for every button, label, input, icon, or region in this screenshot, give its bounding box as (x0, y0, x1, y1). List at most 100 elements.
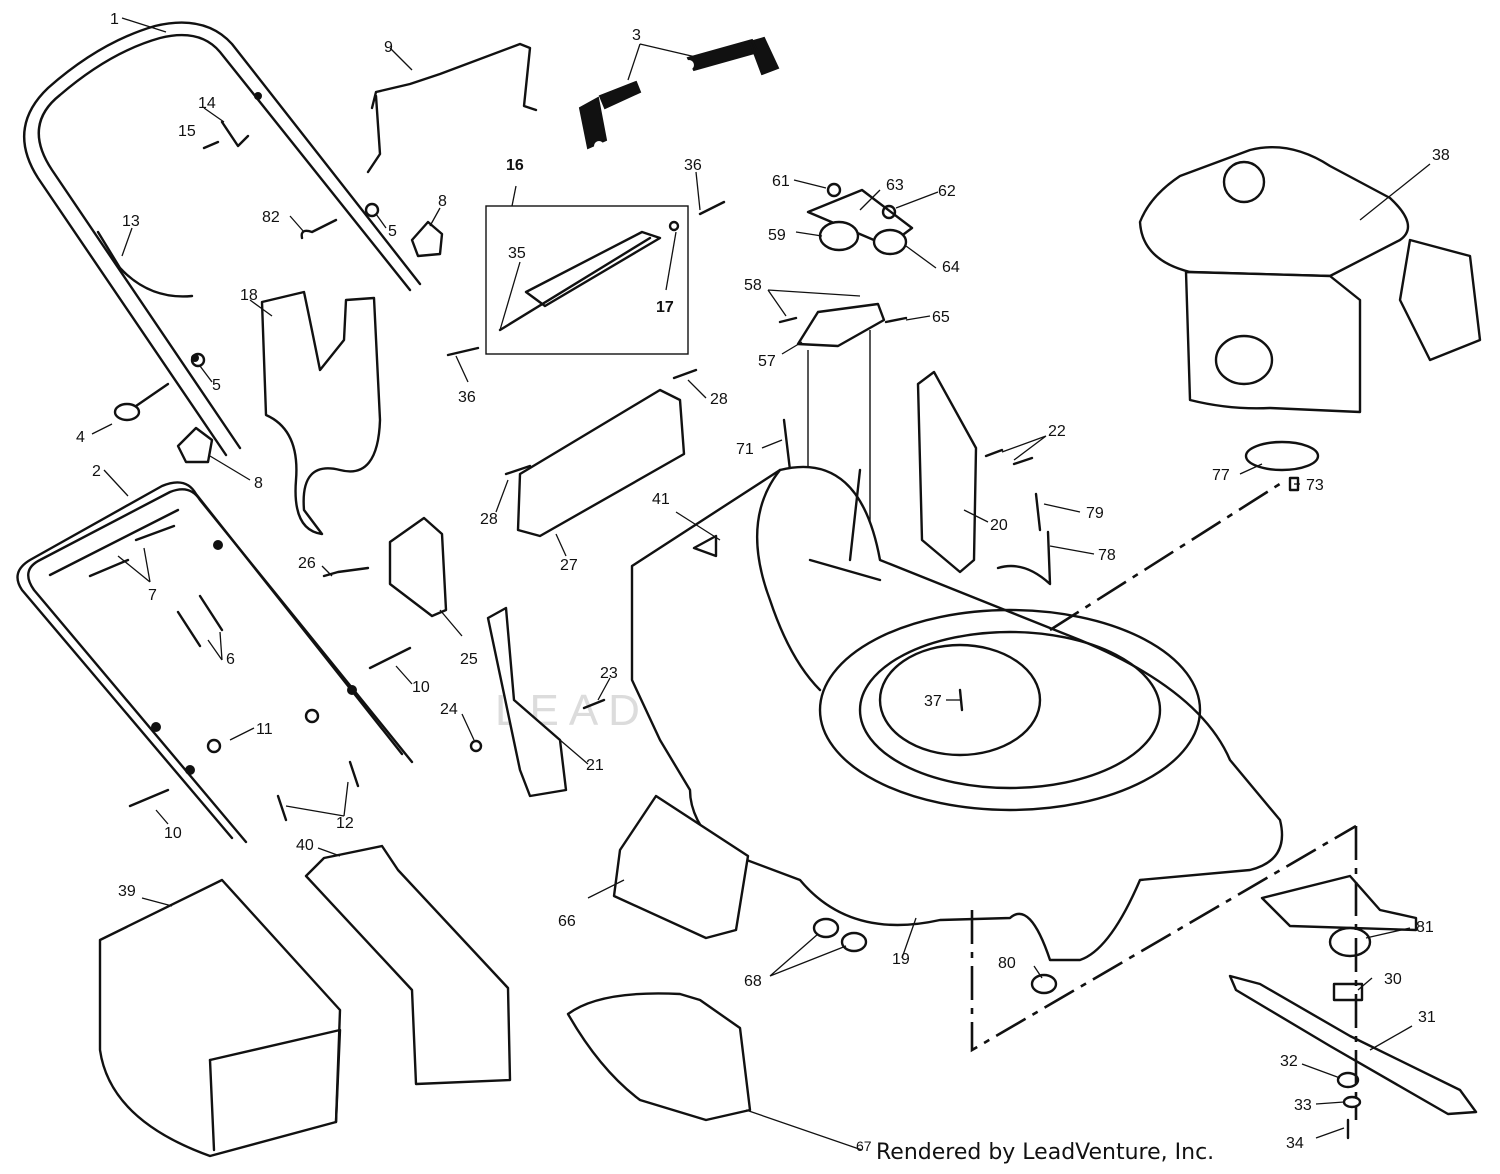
part-40-bag-frame (304, 844, 512, 1086)
label-5-lower: 5 (212, 377, 221, 394)
part-61-nut (826, 182, 842, 198)
part-10-bolt-upper (368, 646, 412, 670)
label-10-upper: 10 (412, 679, 430, 696)
label-32: 32 (1280, 1053, 1298, 1070)
part-64-pulley (872, 228, 908, 256)
part-80-nut (1030, 973, 1058, 995)
part-6-pins (176, 594, 224, 648)
label-79: 79 (1086, 505, 1104, 522)
part-5-knob-upper (364, 202, 380, 218)
part-24-nut (469, 739, 483, 753)
part-32-washer (1336, 1071, 1360, 1089)
part-59-pulley (818, 220, 860, 252)
part-11-nut-a (304, 708, 320, 724)
label-10-lower: 10 (164, 825, 182, 842)
part-77-adapter (1244, 440, 1320, 472)
part-81-baffle (1260, 874, 1418, 932)
label-63: 63 (886, 177, 904, 194)
label-22: 22 (1048, 423, 1066, 440)
label-37: 37 (924, 693, 942, 710)
part-79-bolt (1034, 492, 1042, 532)
label-17: 17 (656, 299, 674, 316)
part-7-bolts (88, 524, 176, 578)
part-39-grass-bag (98, 878, 342, 1158)
part-11-nut-b (206, 738, 222, 754)
label-8-lower: 8 (254, 475, 263, 492)
part-18-deflector (260, 290, 382, 536)
label-28-right: 28 (710, 391, 728, 408)
label-5-upper: 5 (388, 223, 397, 240)
label-25: 25 (460, 651, 478, 668)
part-28-screw-left (504, 464, 532, 476)
part-8-handle-knob-lower (176, 426, 214, 464)
part-38-engine (1138, 146, 1482, 414)
label-30: 30 (1384, 971, 1402, 988)
part-27-rear-flap (516, 388, 686, 538)
label-66: 66 (558, 913, 576, 930)
part-58-screw (778, 316, 798, 324)
part-25-chute-plate (388, 516, 448, 618)
part-68-nut-b (840, 931, 868, 953)
label-24: 24 (440, 701, 458, 718)
label-6: 6 (226, 651, 235, 668)
label-81: 81 (1416, 919, 1434, 936)
part-22-screws (984, 448, 1034, 466)
label-39: 39 (118, 883, 136, 900)
label-77: 77 (1212, 467, 1230, 484)
label-16: 16 (506, 157, 524, 174)
part-4-eye-bolt (113, 382, 170, 422)
label-19: 19 (892, 951, 910, 968)
part-62-nut (881, 204, 897, 220)
part-82-hook (300, 218, 338, 240)
label-62: 62 (938, 183, 956, 200)
label-26: 26 (298, 555, 316, 572)
label-15: 15 (178, 123, 196, 140)
label-38: 38 (1432, 147, 1450, 164)
label-40: 40 (296, 837, 314, 854)
label-8-upper: 8 (438, 193, 447, 210)
part-3-grips (578, 36, 780, 151)
part-30-adapter (1332, 982, 1364, 1002)
label-71: 71 (736, 441, 754, 458)
label-68: 68 (744, 973, 762, 990)
label-12: 12 (336, 815, 354, 832)
part-57-bracket (796, 302, 886, 348)
part-5-knob-lower (190, 352, 206, 368)
part-65-screw (884, 316, 908, 324)
part-13-cable (96, 230, 194, 298)
part-71-bolt (782, 418, 792, 472)
label-20: 20 (990, 517, 1008, 534)
part-2-lower-handle (16, 481, 414, 844)
part-21-height-bracket (486, 606, 568, 798)
part-28-screw-right (672, 368, 698, 380)
label-67: 67 (856, 1138, 872, 1154)
label-18: 18 (240, 287, 258, 304)
label-11: 11 (256, 721, 273, 738)
part-9-bail (366, 42, 538, 174)
label-1: 1 (110, 11, 119, 28)
label-65: 65 (932, 309, 950, 326)
label-14: 14 (198, 95, 216, 112)
part-12-clips (276, 760, 360, 822)
label-21: 21 (586, 757, 604, 774)
label-36-lower: 36 (458, 389, 476, 406)
label-34: 34 (1286, 1135, 1304, 1152)
footer-credit: Rendered by LeadVenture, Inc. (876, 1140, 1215, 1165)
part-8-handle-knob-upper (410, 220, 444, 258)
part-67-mulch-plug (566, 992, 752, 1122)
part-68-nut-a (812, 917, 840, 939)
label-80: 80 (998, 955, 1016, 972)
label-23: 23 (600, 665, 618, 682)
label-31: 31 (1418, 1009, 1436, 1026)
label-82: 82 (262, 209, 280, 226)
part-33-washer (1342, 1095, 1362, 1109)
part-15-screw (202, 140, 220, 150)
label-4: 4 (76, 429, 85, 446)
part-16-mulch-kit-box (446, 200, 726, 357)
callout-labels: 1 2 3 4 5 5 6 7 8 8 9 10 10 11 12 13 14 … (76, 11, 1450, 1152)
label-57: 57 (758, 353, 776, 370)
label-9: 9 (384, 39, 393, 56)
part-31-blade (1228, 974, 1478, 1116)
part-37-screw (958, 688, 964, 712)
